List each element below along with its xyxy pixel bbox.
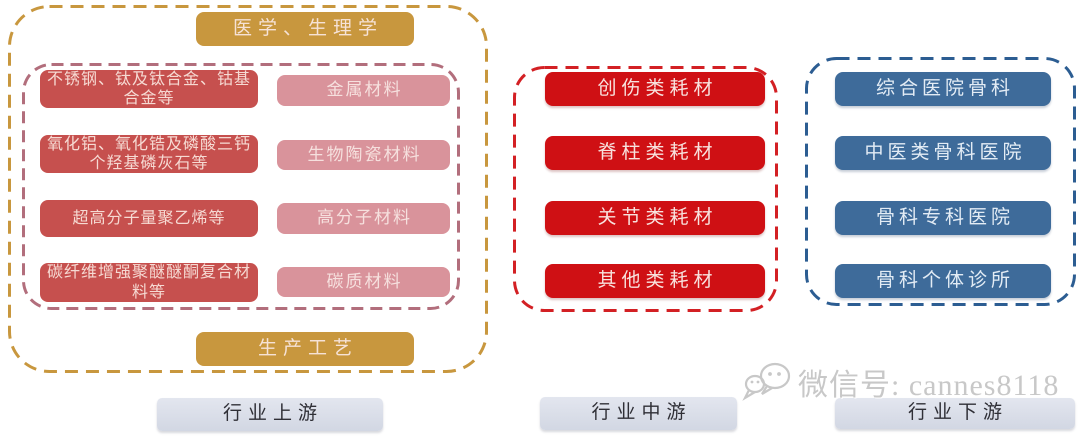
category-box-bioceramic-materials: 生物陶瓷材料 <box>277 140 450 170</box>
node-general-hospital-orthopedics: 综合医院骨科 <box>835 72 1051 106</box>
category-box-metal-materials: 金属材料 <box>277 75 450 106</box>
node-orthopedic-specialty-hospital: 骨科专科医院 <box>835 201 1051 235</box>
material-box-carbon: 碳纤维增强聚醚醚酮复合材料等 <box>40 263 258 302</box>
material-box-metals: 不锈钢、钛及钛合金、钴基合金等 <box>40 70 258 108</box>
node-orthopedic-private-clinic: 骨科个体诊所 <box>835 264 1051 298</box>
stage-label-downstream: 行业下游 <box>835 398 1075 429</box>
node-production-process: 生产工艺 <box>196 332 414 366</box>
wechat-icon <box>742 360 792 404</box>
node-spine-consumables: 脊柱类耗材 <box>545 136 765 170</box>
node-trauma-consumables: 创伤类耗材 <box>545 72 765 106</box>
node-tcm-orthopedic-hospital: 中医类骨科医院 <box>835 136 1051 170</box>
material-box-polymer: 超高分子量聚乙烯等 <box>40 200 258 237</box>
node-medicine-physiology: 医学、生理学 <box>196 12 414 46</box>
category-box-carbon-materials: 碳质材料 <box>277 267 450 297</box>
node-joint-consumables: 关节类耗材 <box>545 201 765 235</box>
upstream-dashed-frame <box>8 5 488 373</box>
stage-label-midstream: 行业中游 <box>540 397 737 430</box>
watermark-text: 微信号: cannes8118 <box>798 369 1060 402</box>
category-box-polymer-materials: 高分子材料 <box>277 203 450 234</box>
stage-label-upstream: 行业上游 <box>157 398 383 431</box>
node-other-consumables: 其他类耗材 <box>545 264 765 298</box>
material-box-ceramics: 氧化铝、氧化锆及磷酸三钙个羟基磷灰石等 <box>40 135 258 173</box>
watermark: 微信号: cannes8118 <box>742 360 1059 404</box>
